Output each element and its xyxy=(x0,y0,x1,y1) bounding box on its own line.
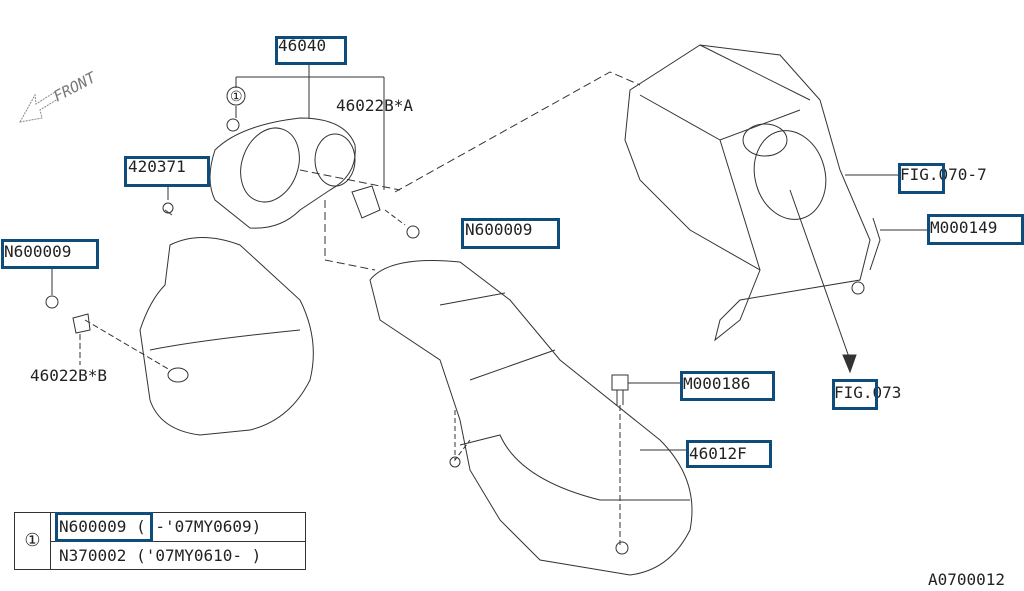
legend-divider xyxy=(51,541,305,542)
callout-m000149: M000149 xyxy=(930,218,998,237)
highlight-box-46040[interactable] xyxy=(275,36,347,65)
diagram-ref-code: A0700012 xyxy=(928,570,1006,589)
highlight-box-46012f[interactable] xyxy=(686,440,772,468)
highlight-box-fig070-7[interactable] xyxy=(898,163,945,194)
callout-46022b-b: 46022B*B xyxy=(30,366,108,385)
highlight-box-m000149[interactable] xyxy=(927,214,1024,245)
legend-row-2: N370002 ('07MY0610- ) xyxy=(59,546,261,565)
callout-fig073: FIG.073 xyxy=(834,383,902,402)
callout-n600009-mid: N600009 xyxy=(465,220,533,239)
legend-ref: ① xyxy=(15,513,51,569)
main-air-duct xyxy=(369,259,693,576)
air-cleaner-box xyxy=(624,44,871,342)
legend-range: ('07MY0610- ) xyxy=(136,546,262,565)
highlight-box-fig073[interactable] xyxy=(832,379,878,410)
callout-46022b-a: 46022B*A xyxy=(336,96,414,115)
callout-420371: 420371 xyxy=(128,157,186,176)
legend-part: N370002 xyxy=(59,546,127,565)
highlight-box-n600009-left[interactable] xyxy=(1,239,99,269)
legend-part: N600009 xyxy=(59,517,127,536)
legend-row-1: N600009 ( -'07MY0609) xyxy=(59,517,261,536)
highlight-box-n600009-mid[interactable] xyxy=(461,218,560,249)
callout-46012f: 46012F xyxy=(689,444,747,463)
legend-range: ( -'07MY0609) xyxy=(136,517,262,536)
front-arrow-icon xyxy=(19,91,59,123)
legend-table: ① N600009 ( -'07MY0609) N370002 ('07MY06… xyxy=(14,512,306,570)
highlight-box-420371[interactable] xyxy=(124,156,210,187)
callout-n600009-left: N600009 xyxy=(4,242,72,261)
air-intake-duct xyxy=(209,117,356,229)
callout-46040: 46040 xyxy=(278,36,327,55)
circle-ref-1: ① xyxy=(230,89,243,105)
callout-m000186: M000186 xyxy=(683,374,751,393)
highlight-box-m000186[interactable] xyxy=(680,371,775,401)
resonator xyxy=(139,237,314,436)
highlight-box-legend-n600009[interactable] xyxy=(55,512,153,542)
